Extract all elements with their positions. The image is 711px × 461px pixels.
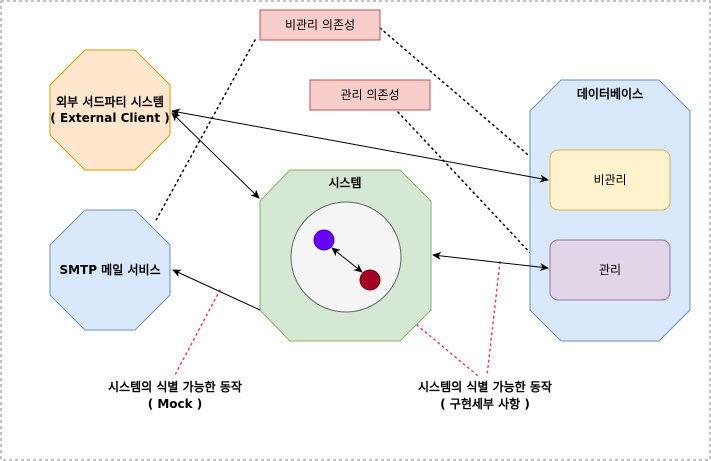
db-managed-box[interactable] bbox=[549, 239, 671, 301]
impl-note-label-2: ( 구현세부 사항 ) bbox=[440, 396, 530, 411]
db-unmanaged-label: 비관리 bbox=[593, 173, 626, 187]
external-client-octagon[interactable] bbox=[49, 49, 171, 171]
db-managed-label: 관리 bbox=[599, 263, 621, 277]
managed-label-to-db-line bbox=[397, 111, 551, 275]
mock-note-label-2: ( Mock ) bbox=[148, 397, 203, 411]
managed-dependency-box bbox=[309, 79, 431, 111]
db-unmanaged-box[interactable] bbox=[549, 149, 671, 211]
system-internal-arrow bbox=[331, 247, 363, 273]
unmanaged-dependency-box bbox=[259, 9, 381, 41]
system-to-smtp-arrow bbox=[172, 269, 261, 311]
managed-dependency-label: 관리 의존성 bbox=[340, 88, 399, 102]
smtp-octagon[interactable] bbox=[49, 209, 171, 331]
system-inner-circle bbox=[290, 201, 402, 313]
red-dot bbox=[359, 269, 381, 291]
mock-note-line bbox=[174, 289, 221, 376]
system-label: 시스템 bbox=[328, 175, 361, 190]
impl-note-label-1: 시스템의 식별 가능한 동작 bbox=[418, 379, 552, 394]
smtp-label: SMTP 메일 서비스 bbox=[59, 262, 160, 277]
unmanaged-dependency-label: 비관리 의존성 bbox=[285, 18, 355, 32]
database-label: 데이터베이스 bbox=[577, 86, 643, 101]
client-to-system-arrow bbox=[171, 112, 260, 199]
impl-note-line-left bbox=[416, 324, 479, 377]
impl-note-line-right bbox=[486, 261, 501, 377]
mock-note-label-1: 시스템의 식별 가능한 동작 bbox=[108, 379, 242, 394]
system-to-db-arrow bbox=[432, 251, 549, 272]
external-client-label-2: ( External Client ) bbox=[50, 111, 169, 125]
unmanaged-label-to-db-line bbox=[379, 27, 549, 173]
external-client-label-1: 외부 서드파티 시스템 bbox=[56, 94, 164, 109]
purple-dot bbox=[313, 229, 335, 251]
